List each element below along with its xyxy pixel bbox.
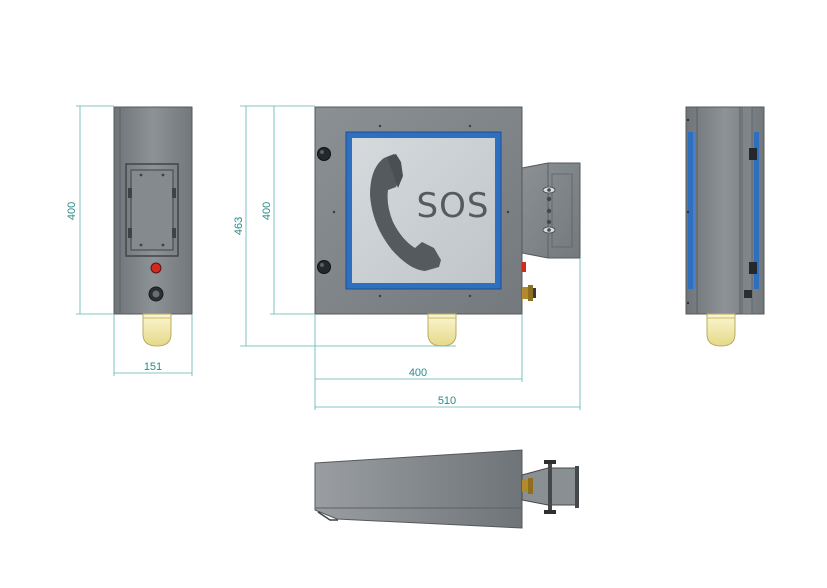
right-window-edge-right (754, 132, 759, 289)
side-mounting-plate (125, 163, 179, 257)
top-housing (314, 449, 523, 529)
phone-handset-icon (370, 154, 441, 271)
beacon-side (142, 313, 172, 347)
dim-front-box-height: 400 (261, 202, 273, 220)
red-button-side (150, 262, 162, 274)
latch-top (317, 147, 331, 161)
side-view (113, 106, 193, 347)
dim-side-width: 151 (144, 361, 162, 373)
top-bracket (521, 460, 579, 514)
top-view (314, 449, 579, 529)
dim-side-height: 400 (66, 202, 78, 220)
right-window-edge-left (688, 132, 693, 289)
dim-front-total-width: 510 (438, 395, 456, 407)
cable-gland-front (522, 285, 536, 301)
right-side-view (685, 106, 765, 347)
dim-front-total-height: 463 (233, 217, 245, 235)
dim-front-width: 400 (409, 367, 427, 379)
front-dimensions: 463 400 400 510 (233, 105, 581, 410)
sos-label: SOS (417, 186, 490, 226)
latch-bottom (317, 260, 331, 274)
cable-gland-top (522, 478, 533, 494)
side-dimensions: 400 151 (66, 105, 193, 376)
beacon-front (427, 313, 457, 347)
red-button-front (522, 262, 526, 272)
beacon-right (706, 313, 736, 347)
front-view: SOS (314, 106, 581, 347)
